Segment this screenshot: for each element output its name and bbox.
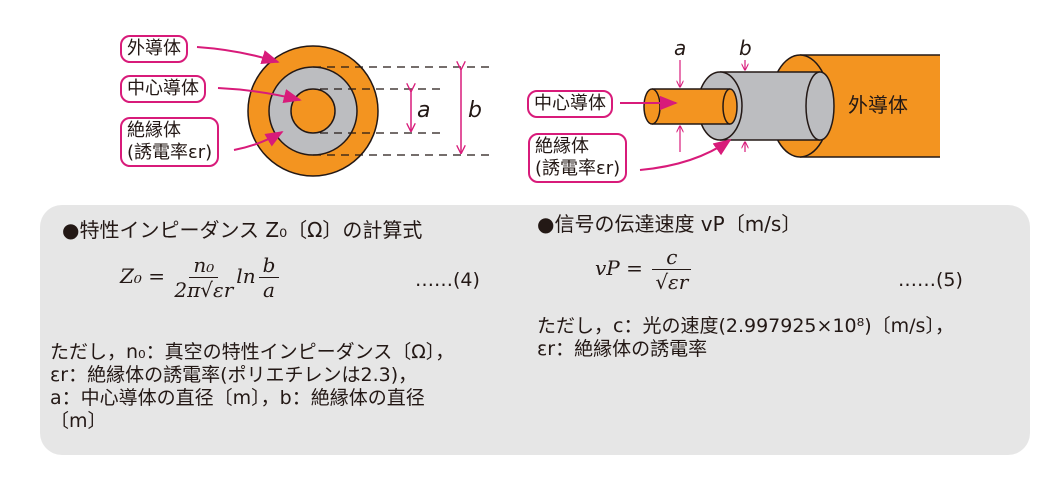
dim-a-label: a: [417, 98, 431, 123]
side-dim-a-label: a: [674, 36, 687, 60]
insulator-name: 絶縁体: [127, 120, 181, 141]
note-line: a：中心導体の直径〔m〕，b：絶縁体の直径: [50, 387, 425, 409]
side-insulator-permittivity: (誘電率εr): [535, 158, 621, 179]
outer-conductor-label: 外導体: [120, 35, 188, 63]
side-insulator-name: 絶縁体: [535, 136, 589, 157]
center-conductor: [290, 88, 336, 134]
formula-lhs: Z₀ =: [120, 264, 166, 288]
velocity-formula: vP = c√εr: [595, 245, 694, 294]
insulator-permittivity: (誘電率εr): [127, 142, 213, 163]
cable-side-view: [620, 54, 940, 171]
equation-number-5: ……(5): [898, 269, 963, 291]
formula-ln: ln: [236, 264, 256, 288]
side-center-conductor-label: 中心導体: [527, 90, 613, 118]
side-insulator-label: 絶縁体(誘電率εr): [528, 133, 628, 183]
note-line: ただし，c：光の速度(2.997925×10⁸)〔m/s〕，: [537, 315, 954, 337]
dim-b-label: b: [468, 98, 482, 123]
impedance-title: ●特性インピーダンス Z₀〔Ω〕の計算式: [62, 218, 423, 242]
velocity-numerator: c: [652, 245, 692, 270]
note-line: ただし，n₀：真空の特性インピーダンス〔Ω〕，: [50, 341, 455, 363]
note-line: εr：絶縁体の誘電率(ポリエチレンは2.3)，: [50, 364, 418, 386]
velocity-lhs: vP =: [595, 256, 643, 280]
formula-a: a: [263, 278, 275, 302]
center-conductor-label: 中心導体: [120, 75, 206, 103]
note-line: εr：絶縁体の誘電率: [537, 338, 708, 360]
side-dim-b-label: b: [739, 36, 752, 60]
formula-b: b: [258, 253, 280, 278]
velocity-notes: ただし，c：光の速度(2.997925×10⁸)〔m/s〕， εr：絶縁体の誘電…: [537, 315, 954, 361]
velocity-denominator: √εr: [655, 270, 689, 294]
side-outer-conductor-label: 外導体: [848, 93, 908, 117]
velocity-title: ●信号の伝達速度 vP〔m/s〕: [537, 212, 802, 236]
insulator-label: 絶縁体(誘電率εr): [120, 117, 220, 167]
equation-number-4: ……(4): [415, 269, 480, 291]
cross-section: [196, 45, 492, 177]
formula-denominator: 2π√εr: [174, 278, 234, 302]
impedance-notes: ただし，n₀：真空の特性インピーダンス〔Ω〕， εr：絶縁体の誘電率(ポリエチレ…: [50, 341, 454, 433]
formula-numerator: n₀: [189, 253, 219, 278]
note-line: 〔m〕: [50, 410, 107, 432]
dimension-lines: [313, 66, 492, 156]
